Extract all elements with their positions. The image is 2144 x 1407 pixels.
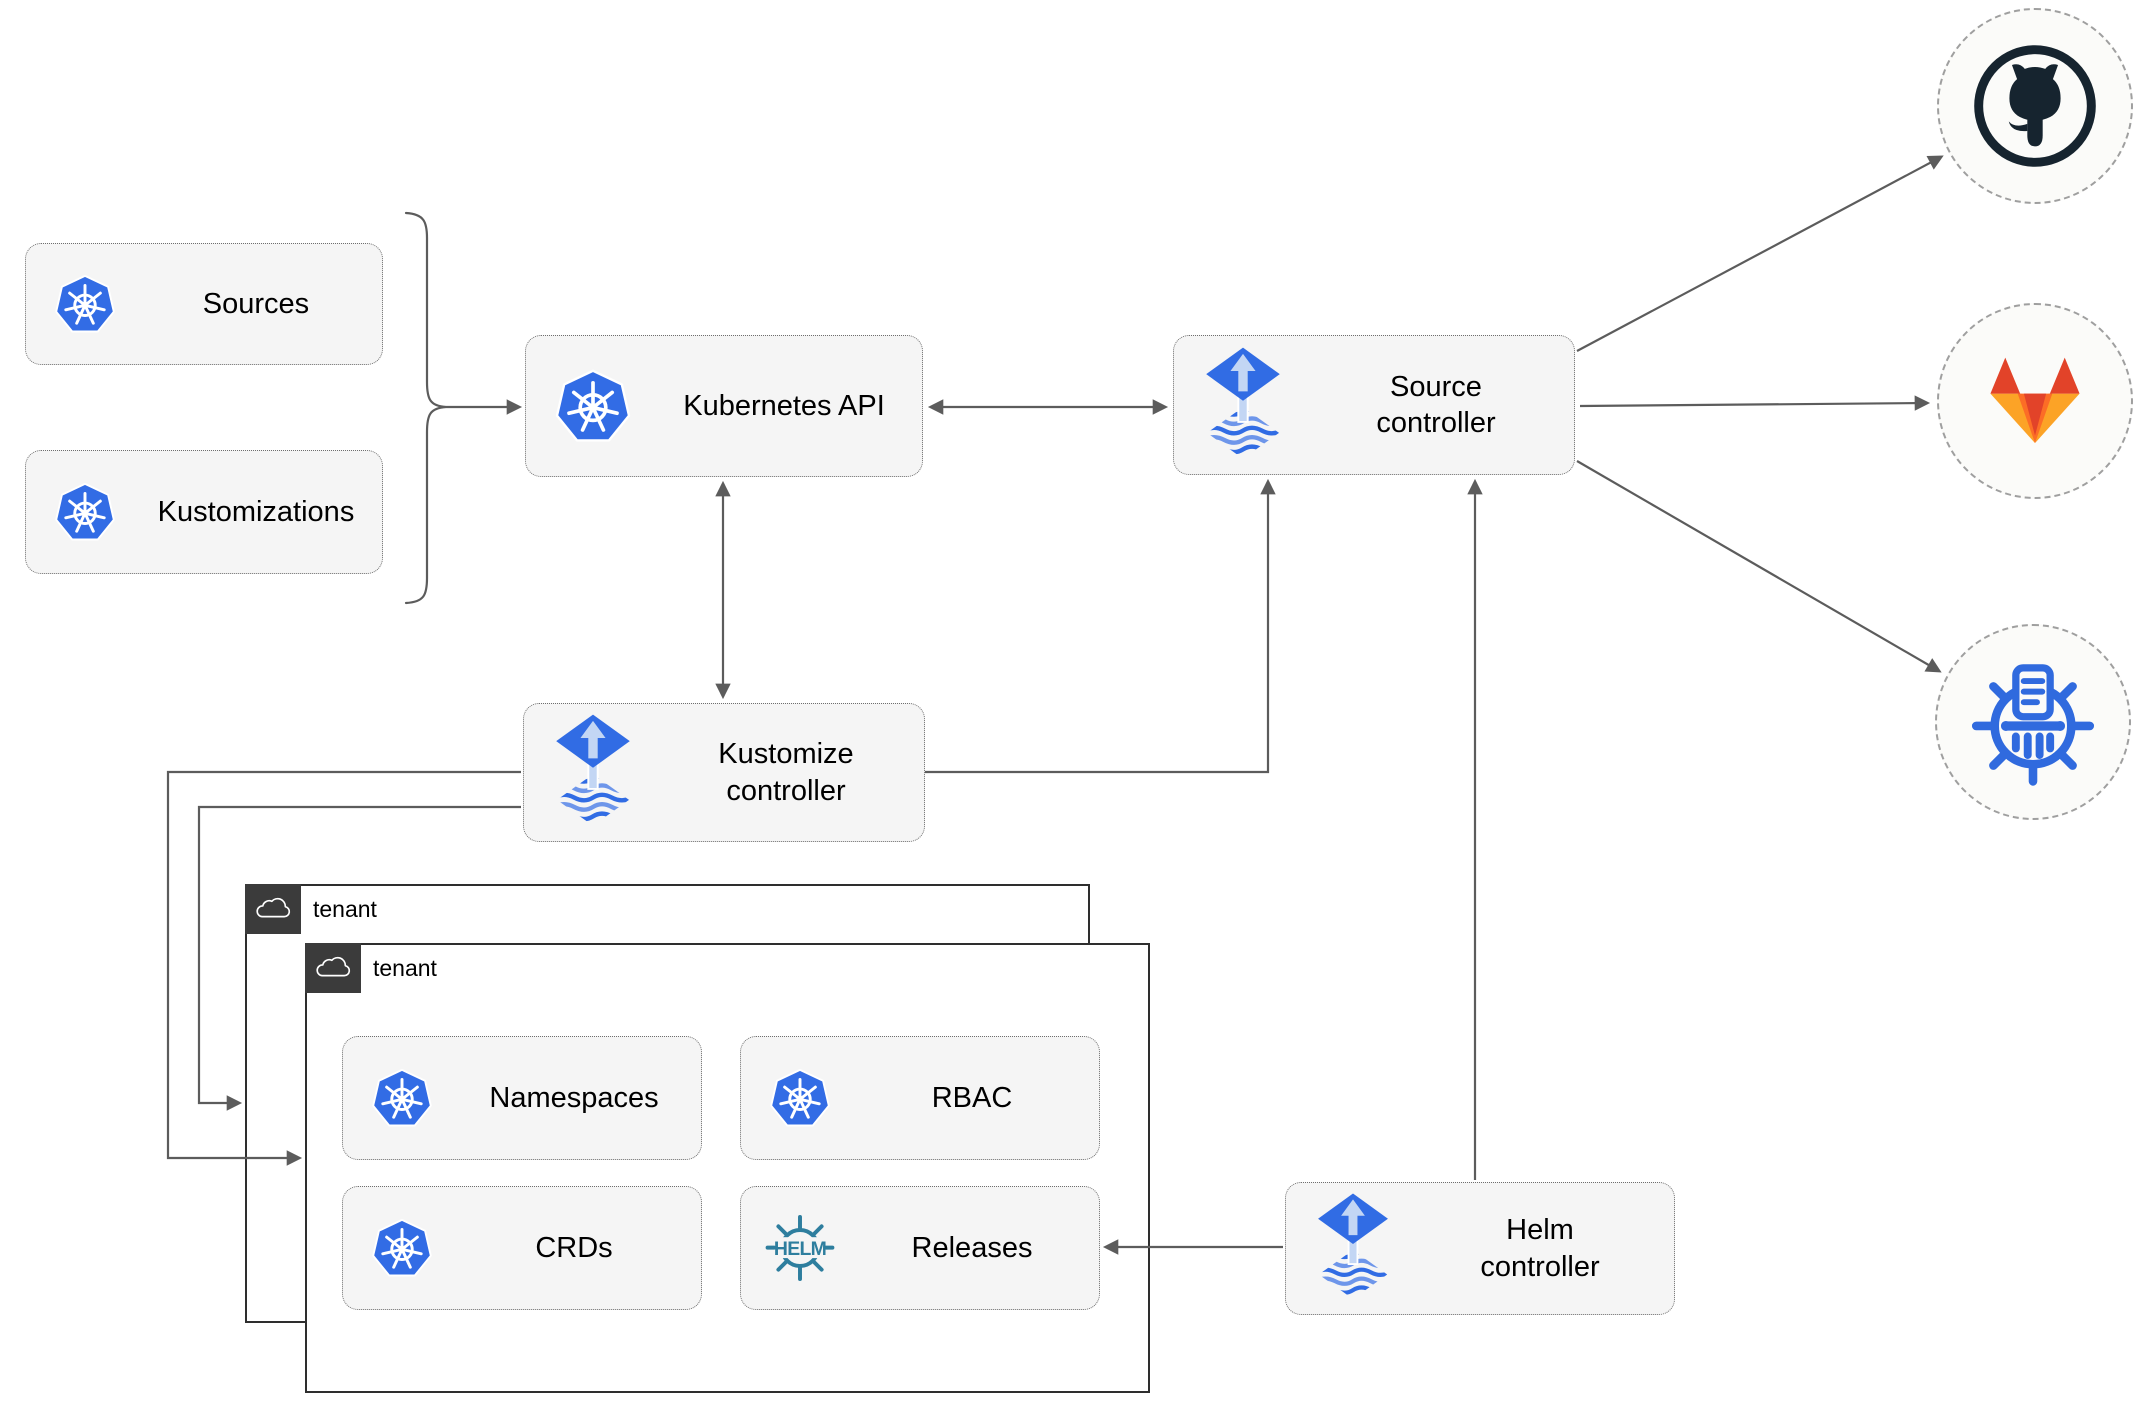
node-crds: CRDs xyxy=(342,1186,702,1310)
node-kustomize-controller: Kustomize controller xyxy=(523,703,925,842)
tenant-inner-label: tenant xyxy=(373,954,437,981)
kubernetes-icon xyxy=(526,366,660,446)
cloud-icon xyxy=(245,884,301,934)
node-kustomizations-label: Kustomizations xyxy=(157,495,355,528)
kubernetes-icon xyxy=(343,1216,461,1280)
node-releases-label: Releases xyxy=(911,1231,1033,1264)
connector-kustomize-to-source xyxy=(925,478,1276,774)
node-source-controller-label: Source controller xyxy=(1376,370,1496,439)
node-crds-label: CRDs xyxy=(535,1231,613,1264)
brace-sources-group xyxy=(404,211,447,605)
provider-github xyxy=(1937,8,2133,204)
helm-icon: HELM xyxy=(741,1212,859,1284)
node-kustomizations: Kustomizations xyxy=(25,450,383,574)
tenant-outer-label: tenant xyxy=(313,895,377,922)
provider-chart-repository xyxy=(1935,624,2131,820)
cloud-icon xyxy=(305,943,361,993)
flux-icon xyxy=(1174,346,1312,465)
flux-icon xyxy=(1286,1192,1420,1305)
kubernetes-icon xyxy=(26,272,144,336)
flux-icon xyxy=(524,713,662,832)
node-source-controller: Source controller xyxy=(1173,335,1575,475)
node-namespaces-label: Namespaces xyxy=(489,1081,659,1114)
provider-gitlab xyxy=(1937,303,2133,499)
node-rbac-label: RBAC xyxy=(931,1081,1013,1114)
connector-source-to-chart-repository xyxy=(1576,460,1942,673)
node-kubernetes-api-label: Kubernetes API xyxy=(683,389,885,422)
node-kubernetes-api: Kubernetes API xyxy=(525,335,923,477)
kubernetes-icon xyxy=(26,480,144,544)
node-sources-label: Sources xyxy=(202,287,310,320)
helm-wordmark: HELM xyxy=(774,1238,826,1260)
node-sources: Sources xyxy=(25,243,383,365)
kubernetes-icon xyxy=(343,1066,461,1130)
node-namespaces: Namespaces xyxy=(342,1036,702,1160)
node-releases: HELM Releases xyxy=(740,1186,1100,1310)
connector-source-to-github xyxy=(1576,155,1944,352)
node-kustomize-controller-label: Kustomize controller xyxy=(718,738,854,807)
github-icon xyxy=(1974,45,2096,167)
node-helm-controller: Helm controller xyxy=(1285,1182,1675,1315)
kubernetes-icon xyxy=(741,1066,859,1130)
node-helm-controller-label: Helm controller xyxy=(1480,1214,1600,1283)
connector-source-to-gitlab xyxy=(1579,395,1931,411)
gitlab-icon xyxy=(1990,357,2080,444)
chartmuseum-icon xyxy=(1971,664,2095,786)
tenant-container-inner: tenant Namespaces RBAC CRDs xyxy=(305,943,1150,1393)
node-rbac: RBAC xyxy=(740,1036,1100,1160)
